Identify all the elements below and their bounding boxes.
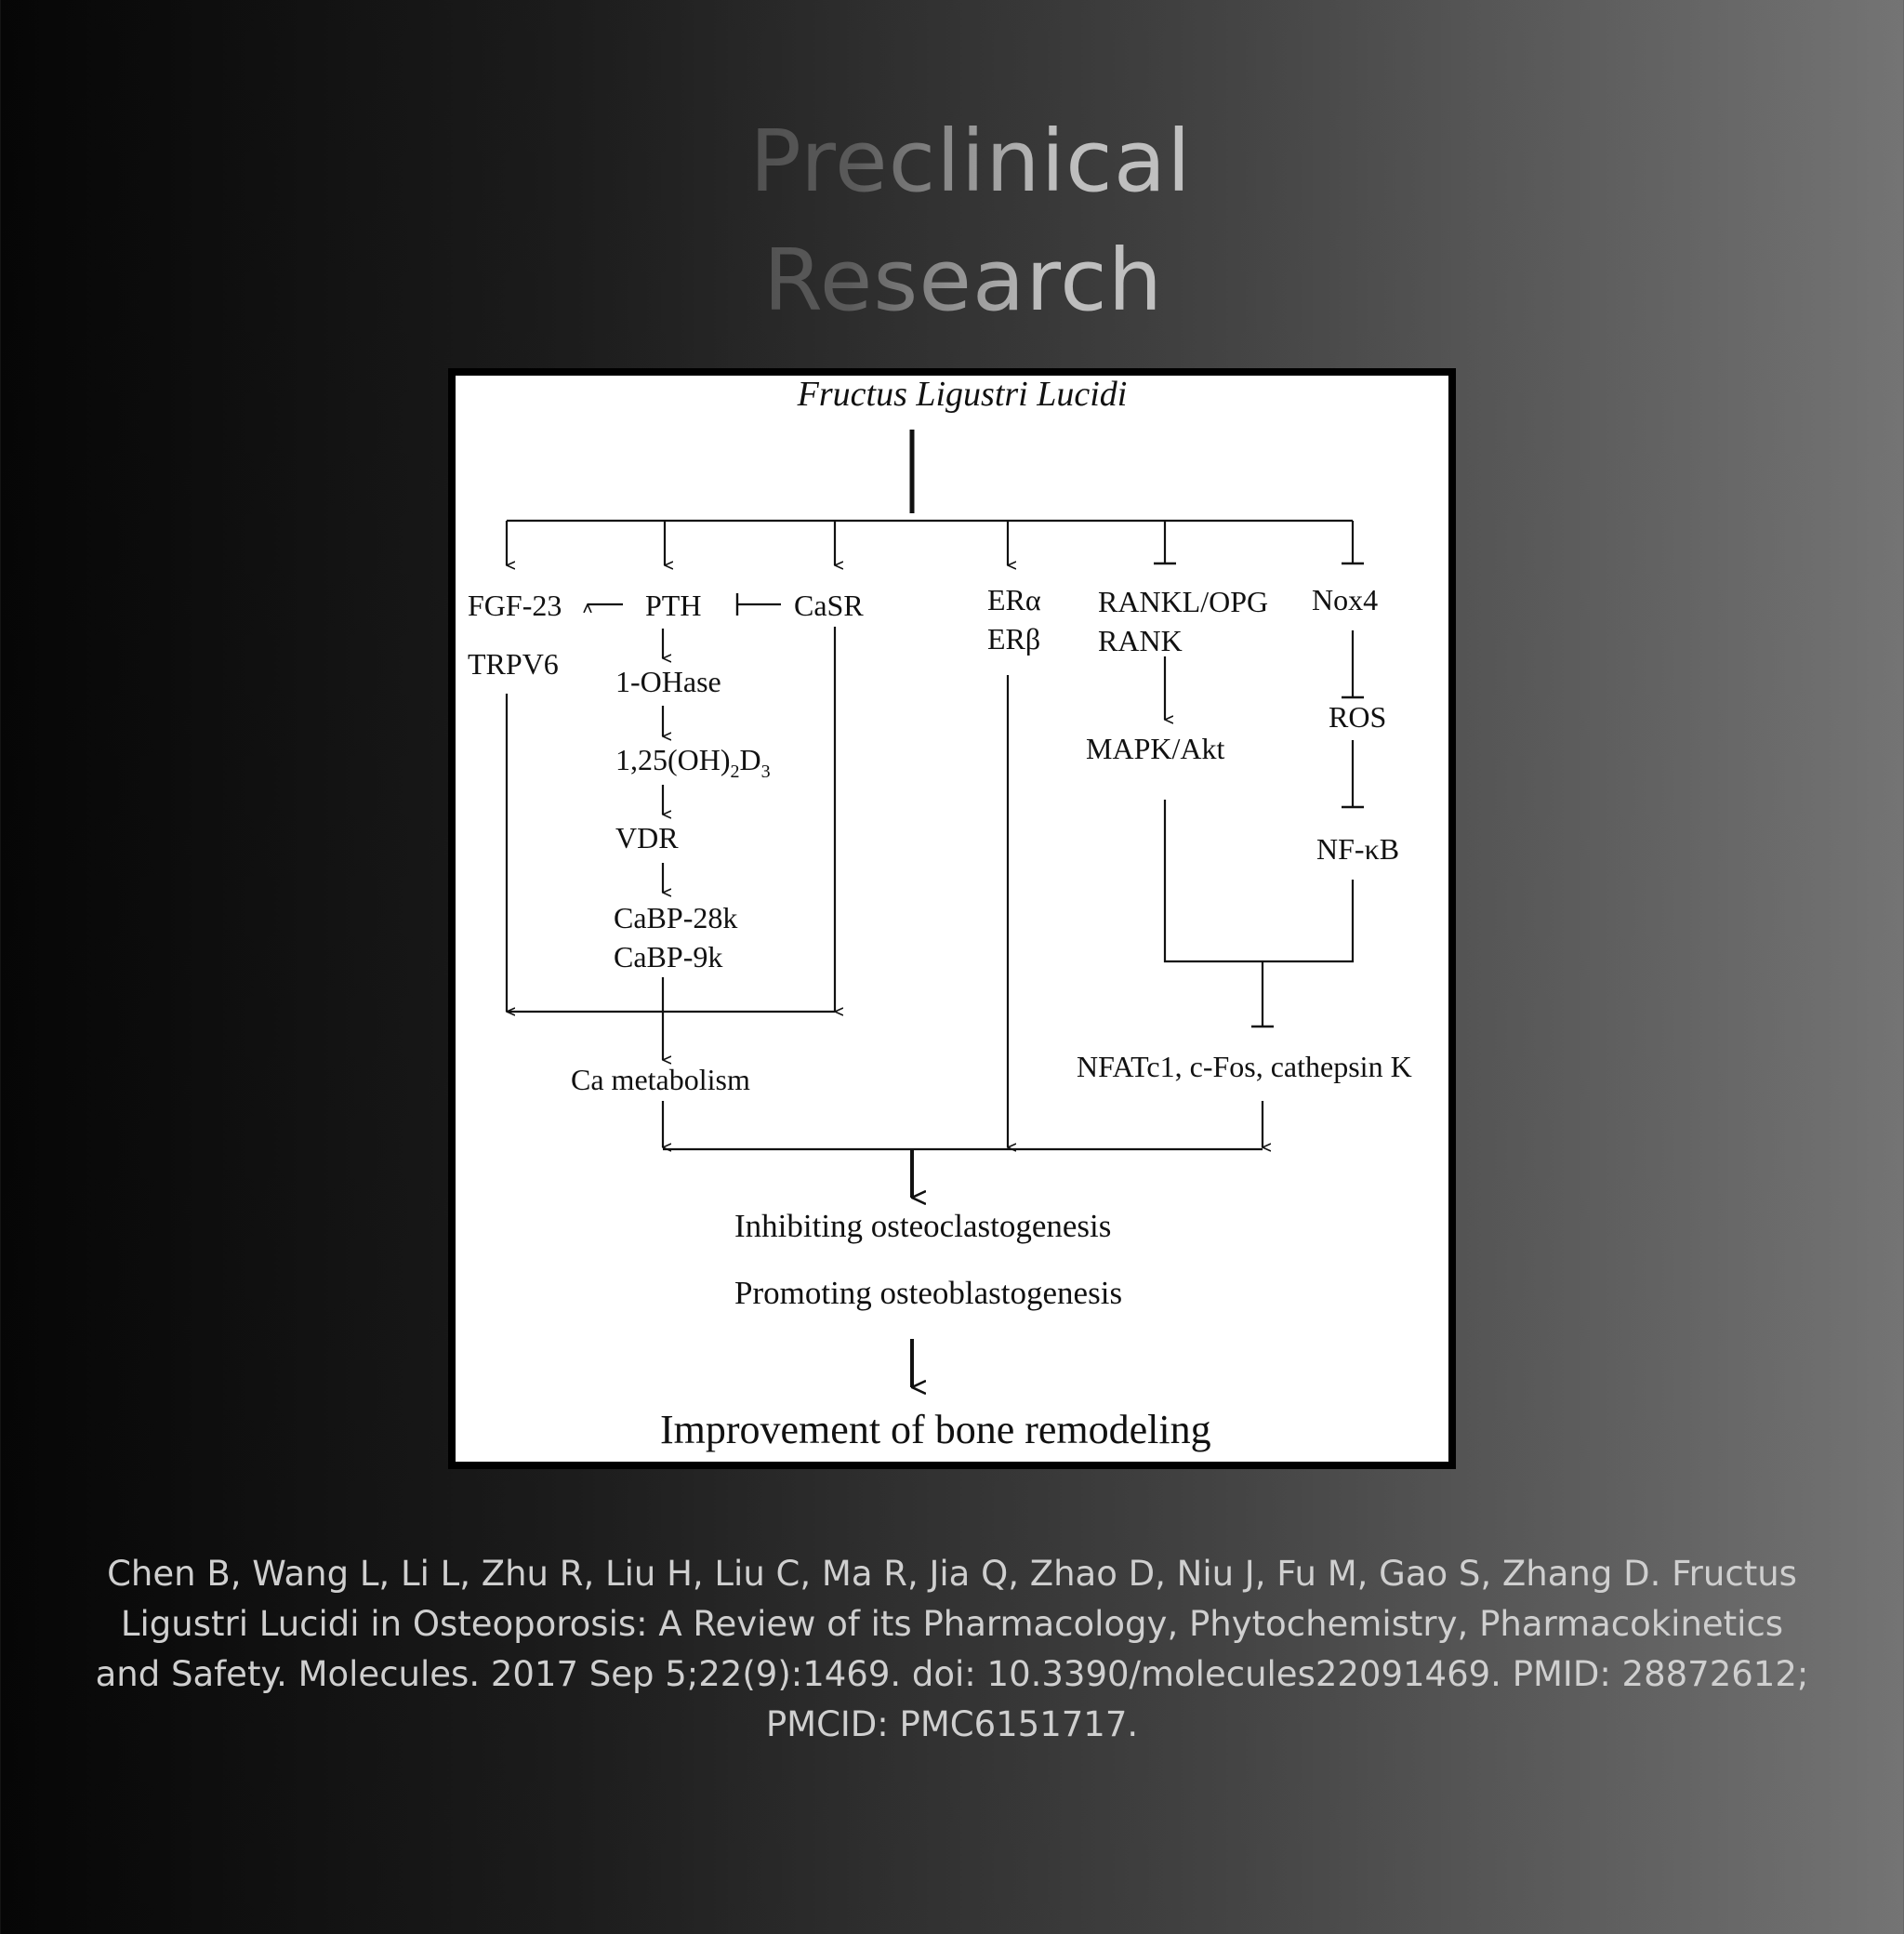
- page-title-line-1: Preclinical: [0, 119, 1904, 205]
- inhibiting-label: Inhibiting osteoclastogenesis: [734, 1208, 1111, 1244]
- cabp28k-label: CaBP-28k: [614, 901, 737, 934]
- ohase-label: 1-OHase: [615, 665, 721, 698]
- pth-label: PTH: [645, 589, 701, 622]
- vdr-label: VDR: [615, 821, 679, 854]
- root-label: Fructus Ligustri Lucidi: [797, 376, 1128, 414]
- citation-caption: Chen B, Wang L, Li L, Zhu R, Liu H, Liu …: [95, 1554, 1809, 1744]
- node-labels: Fructus Ligustri Lucidi FGF-23 PTH CaSR …: [468, 376, 1412, 1452]
- rank-label: RANK: [1098, 624, 1183, 657]
- outcome-label: Improvement of bone remodeling: [660, 1407, 1211, 1452]
- casr-label: CaSR: [794, 589, 864, 622]
- connector-lines: [505, 430, 1364, 1387]
- er-beta-label: ERβ: [987, 622, 1040, 656]
- nox4-label: Nox4: [1312, 583, 1378, 616]
- promoting-label: Promoting osteoblastogenesis: [734, 1275, 1122, 1311]
- mapk-akt-label: MAPK/Akt: [1086, 732, 1224, 765]
- rankl-opg-label: RANKL/OPG: [1098, 585, 1268, 618]
- page-title-line-2: Research: [0, 238, 1904, 324]
- fgf23-label: FGF-23: [468, 589, 562, 622]
- diagram-background: [456, 376, 1448, 1462]
- cabp9k-label: CaBP-9k: [614, 940, 722, 974]
- nfkb-label: NF-κB: [1316, 832, 1399, 866]
- er-alpha-label: ERα: [987, 583, 1041, 616]
- vitd-label: 1,25(OH)2D3: [615, 743, 771, 782]
- nfatc1-label: NFATc1, c-Fos, cathepsin K: [1077, 1050, 1412, 1083]
- merge-line: [1163, 800, 1355, 963]
- ca-metabolism-label: Ca metabolism: [571, 1063, 750, 1096]
- ros-label: ROS: [1329, 700, 1386, 734]
- trpv6-label: TRPV6: [468, 647, 559, 681]
- pathway-diagram: Fructus Ligustri Lucidi FGF-23 PTH CaSR …: [456, 376, 1448, 1462]
- figure-frame: Fructus Ligustri Lucidi FGF-23 PTH CaSR …: [448, 368, 1456, 1469]
